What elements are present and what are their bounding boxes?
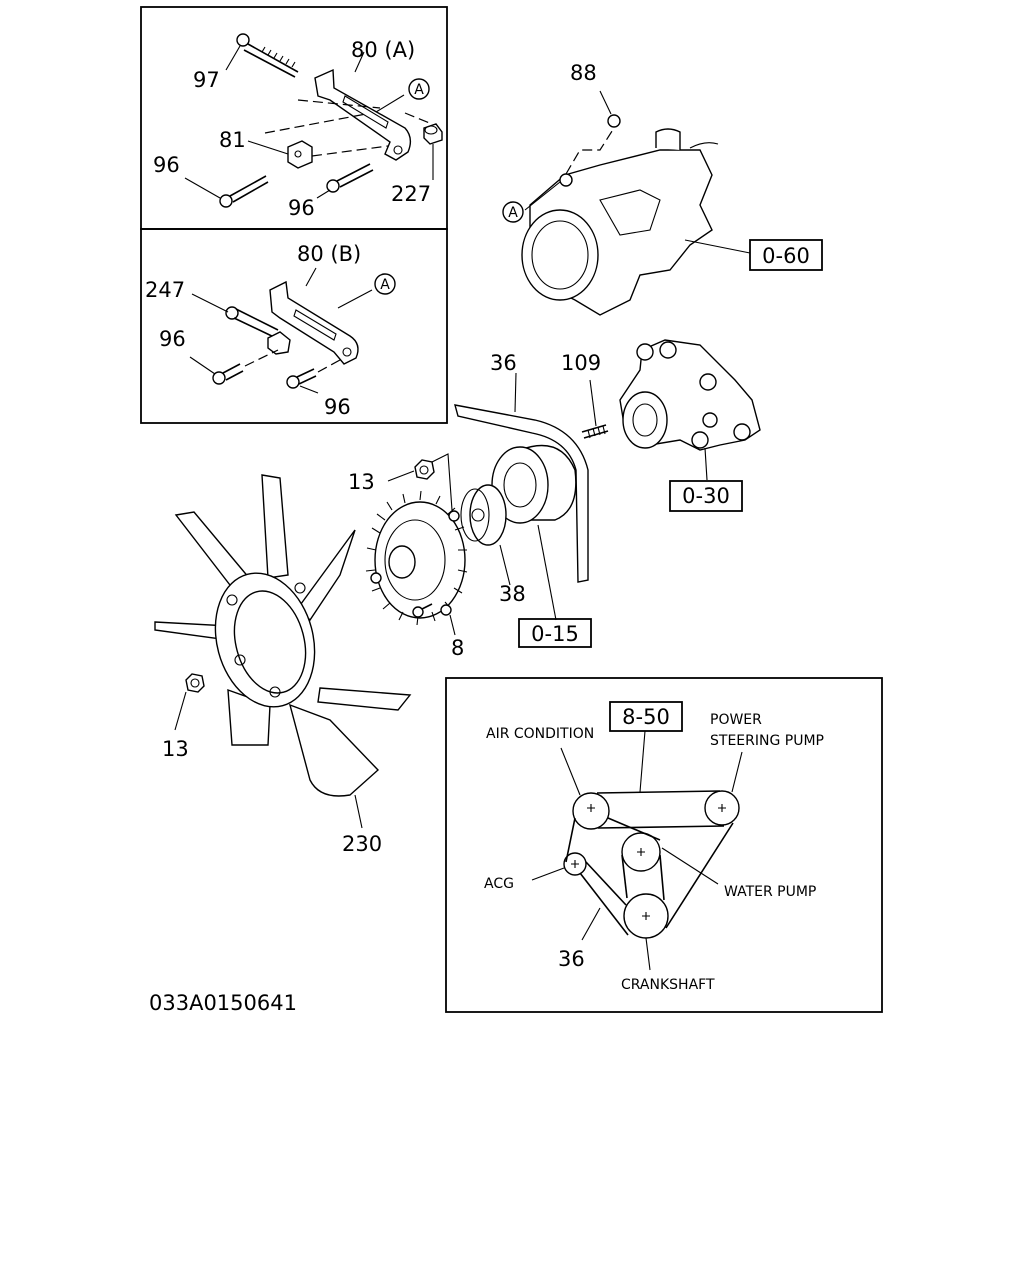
ref-box-030 bbox=[669, 480, 743, 512]
label-water-pump: WATER PUMP bbox=[724, 884, 816, 900]
label-air-condition: AIR CONDITION bbox=[486, 726, 594, 742]
circle-a-label-1: A bbox=[414, 82, 424, 98]
circle-a-marker-2 bbox=[374, 273, 396, 295]
bolt-96-inset-b-drawing bbox=[189, 349, 341, 394]
spacer-38-drawing bbox=[460, 484, 511, 586]
nut-13-top-drawing bbox=[387, 453, 453, 511]
bolt-97-drawing bbox=[225, 33, 299, 78]
callout-13-bottom: 13 bbox=[162, 737, 189, 761]
bracket-80b-drawing bbox=[269, 267, 373, 365]
ac-compressor-drawing bbox=[521, 90, 751, 316]
callout-247: 247 bbox=[145, 278, 185, 302]
ref-030: 0-30 bbox=[682, 484, 730, 508]
circle-a-label-3: A bbox=[508, 205, 518, 221]
circle-a-marker-1 bbox=[408, 78, 430, 100]
bolt-96-inset-a-drawing bbox=[184, 163, 374, 208]
callout-8: 8 bbox=[451, 636, 464, 660]
callout-227: 227 bbox=[391, 182, 431, 206]
callout-96-inset-b-left: 96 bbox=[159, 327, 186, 351]
ref-box-850 bbox=[609, 701, 683, 732]
v-belt-36-drawing bbox=[454, 372, 589, 583]
callout-109: 109 bbox=[561, 351, 601, 375]
drawing-number: 033A0150641 bbox=[149, 991, 297, 1015]
spacer-227-drawing bbox=[423, 123, 443, 180]
callout-96-inset-a-left: 96 bbox=[153, 153, 180, 177]
callout-81: 81 bbox=[219, 128, 246, 152]
fan-clutch-8-drawing bbox=[365, 490, 468, 636]
circle-a-label-2: A bbox=[380, 277, 390, 293]
bolt-247-drawing bbox=[191, 293, 291, 355]
ref-box-015 bbox=[518, 618, 592, 648]
alignment-lines-a bbox=[264, 94, 433, 157]
belt-routing-frame bbox=[445, 677, 883, 1013]
callout-96-inset-b-bottom: 96 bbox=[324, 395, 351, 419]
inset-bracket-a bbox=[140, 6, 448, 230]
ref-015: 0-15 bbox=[531, 622, 579, 646]
callout-230: 230 bbox=[342, 832, 382, 856]
ref-box-060 bbox=[749, 239, 823, 271]
block-81-drawing bbox=[247, 140, 313, 169]
callout-36-belt: 36 bbox=[490, 351, 517, 375]
water-pump-drawing bbox=[581, 339, 761, 481]
callout-80b: 80 (B) bbox=[297, 242, 361, 266]
callout-96-inset-a-bottom: 96 bbox=[288, 196, 315, 220]
callout-80a: 80 (A) bbox=[351, 38, 415, 62]
label-steering-pump: STEERING PUMP bbox=[710, 733, 824, 749]
callout-88: 88 bbox=[570, 61, 597, 85]
inset-bracket-b bbox=[140, 228, 448, 424]
circle-a-marker-3 bbox=[502, 201, 524, 223]
ref-060: 0-60 bbox=[762, 244, 810, 268]
callout-38: 38 bbox=[499, 582, 526, 606]
callout-97: 97 bbox=[193, 68, 220, 92]
label-crankshaft: CRANKSHAFT bbox=[621, 977, 715, 993]
callout-36-routing: 36 bbox=[558, 947, 585, 971]
label-power: POWER bbox=[710, 712, 762, 728]
cooling-fan-230-drawing bbox=[154, 474, 412, 829]
label-acg: ACG bbox=[484, 876, 514, 892]
inset-frame-b bbox=[140, 228, 448, 424]
ref-850: 8-50 bbox=[622, 705, 670, 729]
callout-13-top: 13 bbox=[348, 470, 375, 494]
pulley-015-drawing bbox=[491, 444, 577, 621]
belt-routing-inset bbox=[445, 677, 883, 1013]
